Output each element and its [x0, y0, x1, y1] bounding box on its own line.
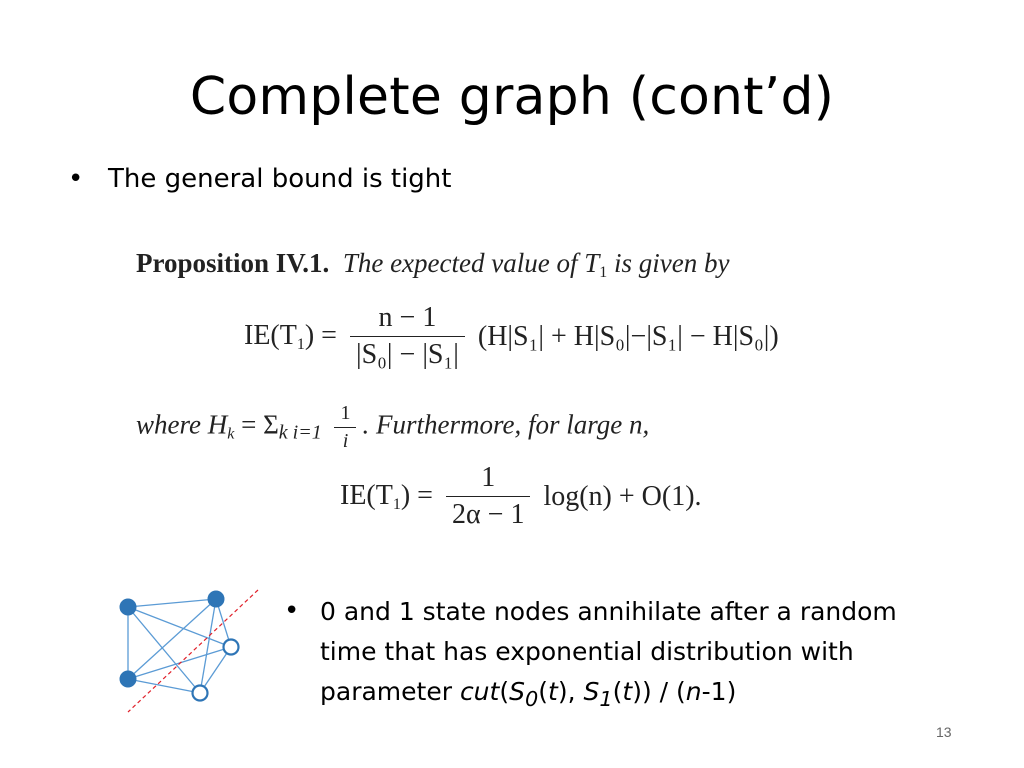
eq1-denominator: |S₀| − |S₁| [355, 339, 459, 370]
eq1-lhs: IE(T [244, 319, 297, 351]
equation-expected-value: IE(T1) = n − 1 |S₀| − |S₁| (H|S₁| + H|S₀… [244, 302, 779, 371]
slide-title: Complete graph (cont’d) [189, 67, 835, 127]
sub-0: 0 [524, 687, 539, 711]
bullet-dot: • [68, 164, 84, 194]
bullet-text: The general bound is tight [108, 164, 452, 194]
bullet-text: 0 and 1 state nodes annihilate after a r… [320, 592, 984, 719]
where-end: . Furthermore, for large n, [362, 409, 650, 440]
eq2-denominator: 2α − 1 [451, 499, 525, 530]
node-empty [191, 684, 209, 702]
proposition-statement: Proposition IV.1. The expected value of … [136, 248, 729, 282]
complete-graph-diagram [119, 589, 259, 713]
graph-edge [199, 646, 232, 694]
proposition-heading: Proposition IV.1. [136, 248, 330, 278]
eq2-numerator: 1 [445, 462, 531, 497]
page-number: 13 [936, 724, 952, 740]
graph-edge [127, 606, 201, 694]
var-t: t [548, 677, 558, 706]
bullet-dot: • [284, 596, 300, 626]
where-text: where H [136, 409, 228, 440]
node-empty [222, 638, 240, 656]
eq1-lhs-sub: 1 [296, 335, 305, 353]
where-limits: k i=1 [278, 421, 322, 444]
graph-edge [127, 606, 232, 648]
node-filled [207, 590, 225, 608]
node-filled [119, 670, 137, 688]
equation-large-n: IE(T1) = 1 2α − 1 log(n) + O(1). [340, 462, 702, 531]
bullet2-line3-prefix: parameter [320, 677, 460, 706]
where-frac-den: i [342, 430, 349, 452]
graph-edges [127, 598, 232, 694]
eq1-lhs-close: ) = [304, 319, 337, 351]
cut-line [127, 589, 259, 713]
graph-edge [127, 598, 217, 680]
eq2-rhs: log(n) + O(1). [543, 480, 702, 512]
graph-edge [199, 598, 217, 694]
eq2-lhs: IE(T [340, 479, 393, 511]
where-sub: k [227, 425, 235, 443]
node-filled [119, 598, 137, 616]
where-sum: = Σ [234, 409, 279, 440]
graph-edge [127, 678, 201, 694]
paren: )) / ( [632, 677, 686, 706]
bullet-annihilation: • 0 and 1 state nodes annihilate after a… [284, 592, 984, 719]
bullet2-line1: 0 and 1 state nodes annihilate after a r… [320, 597, 897, 626]
paren: ( [612, 677, 623, 706]
proposition-sub: 1 [599, 264, 608, 281]
proposition-text: The expected value of T [342, 248, 600, 278]
var-t: t [622, 677, 633, 706]
var-n: n [685, 677, 702, 706]
where-frac-num: 1 [334, 402, 357, 428]
graph-edge [127, 598, 217, 608]
cut-function: cut [459, 677, 500, 706]
eq2-lhs-close: ) = [400, 479, 433, 511]
sub-1: 1 [599, 687, 613, 711]
set-s1: S [583, 677, 600, 706]
eq1-numerator: n − 1 [349, 302, 465, 337]
paren: ), [557, 677, 584, 706]
set-s0: S [509, 677, 525, 706]
paren: ( [499, 677, 510, 706]
bullet2-line2: time that has exponential distribution w… [320, 637, 854, 666]
minus-one: -1) [701, 677, 737, 706]
eq1-rhs: (H|S₁| + H|S₀|−|S₁| − H|S₀|) [477, 320, 779, 352]
proposition-tail: is given by [607, 248, 730, 278]
where-clause: where Hk = Σk i=1 1 i . Furthermore, for… [136, 402, 649, 453]
paren: ( [538, 677, 549, 706]
eq2-lhs-sub: 1 [392, 495, 401, 513]
